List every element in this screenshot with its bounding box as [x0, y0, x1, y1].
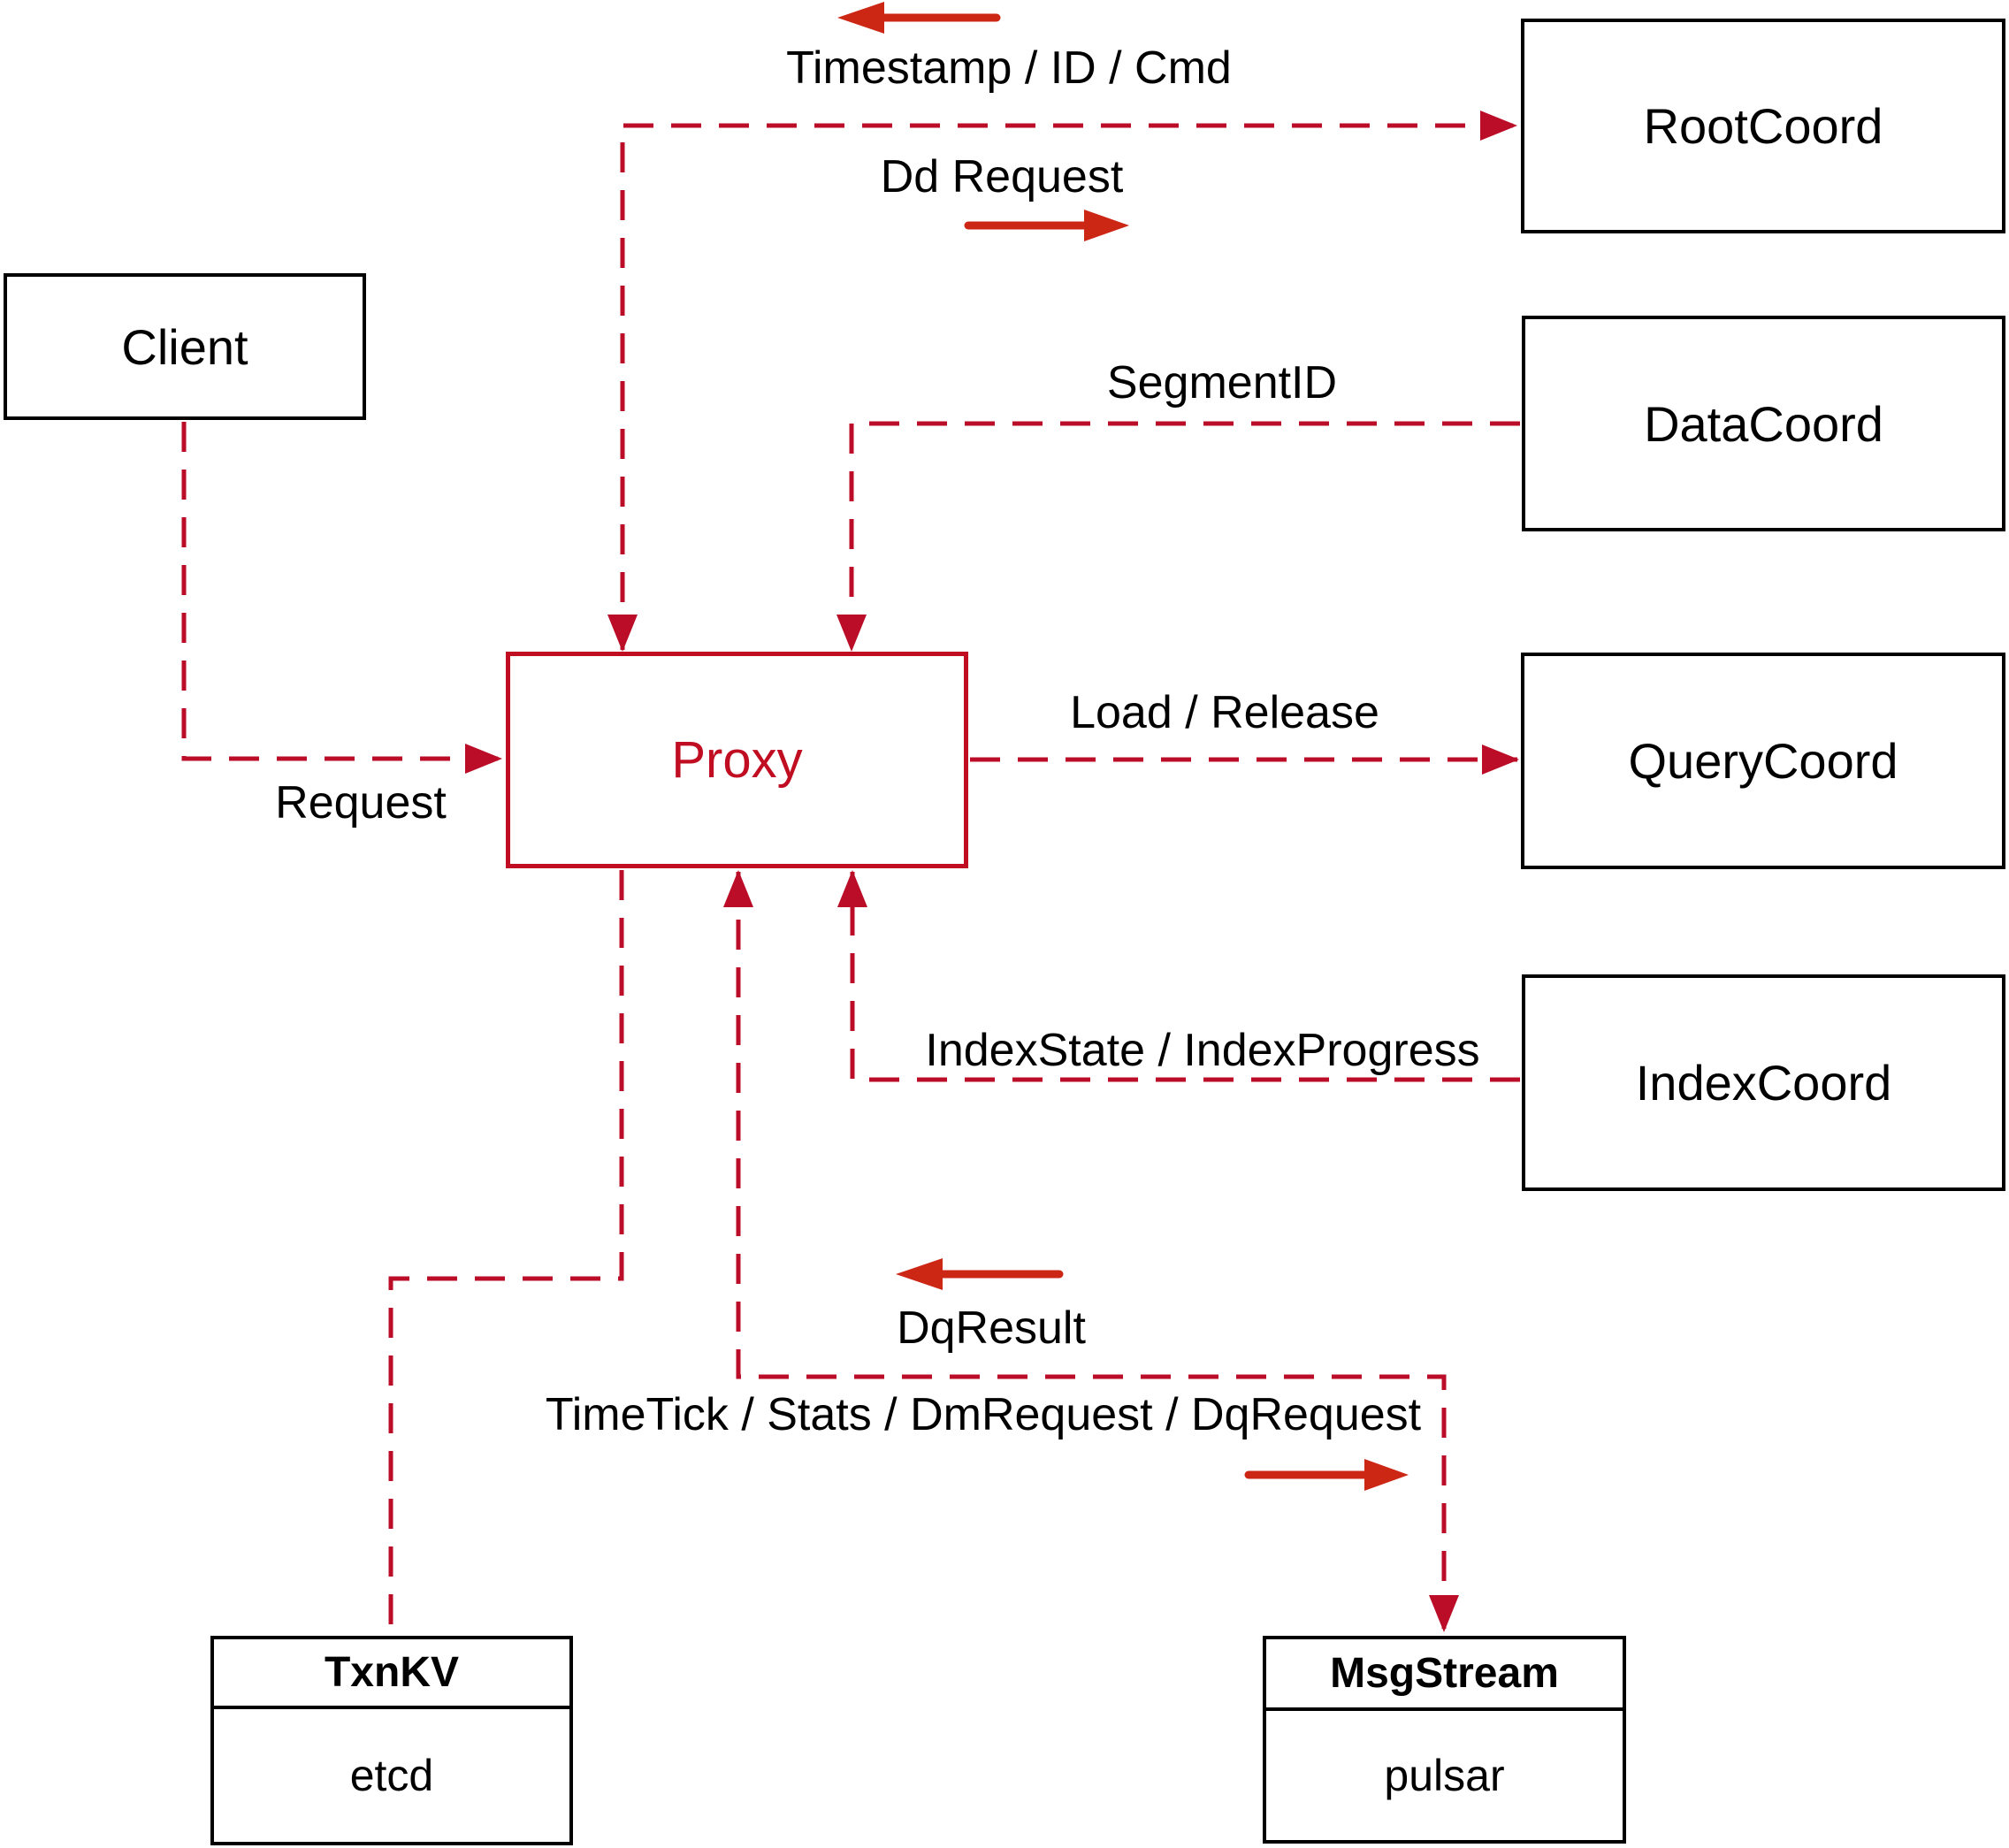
direction-arrow-right-timetick — [1244, 1459, 1409, 1491]
store-msgstream: MsgStream pulsar — [1263, 1636, 1626, 1844]
direction-arrow-right-dd-request — [964, 210, 1129, 241]
edge-label-request: Request — [275, 777, 447, 829]
node-client-label: Client — [121, 318, 248, 375]
store-txnkv-title: TxnKV — [214, 1639, 569, 1709]
node-rootcoord: RootCoord — [1521, 19, 2005, 233]
edge-proxy-msgstream — [723, 870, 1459, 1632]
edge-proxy-rootcoord — [607, 111, 1517, 652]
store-txnkv-impl: etcd — [349, 1751, 434, 1800]
node-datacoord-label: DataCoord — [1644, 395, 1883, 452]
edge-label-load-release: Load / Release — [1070, 687, 1379, 738]
store-msgstream-impl: pulsar — [1384, 1751, 1505, 1800]
node-indexcoord: IndexCoord — [1522, 974, 2005, 1191]
edge-label-segment-id: SegmentID — [1106, 357, 1338, 409]
edge-label-timestamp-id-cmd: Timestamp / ID / Cmd — [786, 42, 1232, 94]
node-querycoord: QueryCoord — [1521, 653, 2005, 869]
node-proxy: Proxy — [506, 652, 968, 868]
store-msgstream-title: MsgStream — [1266, 1639, 1623, 1711]
direction-arrow-left-dq-result — [896, 1258, 1064, 1290]
edge-client-proxy — [181, 422, 502, 774]
edge-label-dq-result: DqResult — [897, 1302, 1086, 1354]
node-datacoord: DataCoord — [1522, 316, 2005, 531]
node-proxy-label: Proxy — [671, 731, 803, 789]
direction-arrow-left-timestamp — [837, 2, 1001, 34]
node-indexcoord-label: IndexCoord — [1635, 1055, 1892, 1111]
node-client: Client — [4, 273, 366, 420]
edge-datacoord-proxy — [836, 421, 1520, 652]
node-rootcoord-label: RootCoord — [1643, 98, 1883, 154]
node-querycoord-label: QueryCoord — [1628, 733, 1898, 789]
store-txnkv: TxnKV etcd — [210, 1636, 573, 1845]
edge-label-timetick-stats: TimeTick / Stats / DmRequest / DqRequest — [545, 1389, 1422, 1440]
edge-label-dd-request: Dd Request — [880, 151, 1124, 202]
edge-label-index-state-progress: IndexState / IndexProgress — [925, 1025, 1480, 1076]
edge-proxy-txnkv — [388, 870, 624, 1634]
